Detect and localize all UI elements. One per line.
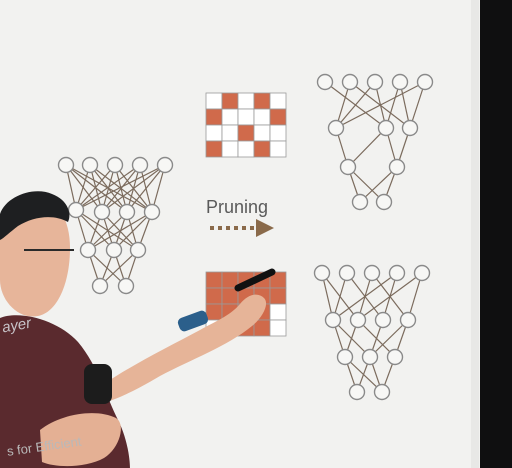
network-edge (99, 249, 139, 287)
dotted-arrow-icon (210, 219, 274, 237)
network-node (105, 241, 123, 259)
weight-cell (269, 108, 287, 126)
network-edge (87, 211, 153, 251)
network-edge (75, 164, 166, 211)
network-node (348, 383, 366, 401)
network-node (57, 156, 75, 174)
network-edge (357, 272, 423, 321)
network-node (143, 203, 161, 221)
weight-cell (205, 271, 223, 289)
network-node (361, 348, 379, 366)
network-edge (369, 319, 409, 358)
weight-cell (269, 92, 287, 110)
network-edge (101, 164, 141, 213)
network-node (118, 203, 136, 221)
weight-cell (237, 124, 255, 142)
network-node (413, 264, 431, 282)
weight-cell (237, 108, 255, 126)
screen-edge-highlight (471, 0, 479, 468)
weight-cell (237, 92, 255, 110)
pruned-network-bottom (313, 264, 431, 401)
network-node (67, 201, 85, 219)
network-edge (335, 81, 426, 129)
network-node (388, 264, 406, 282)
network-edge (332, 272, 398, 321)
network-edge (335, 81, 376, 129)
network-node (373, 383, 391, 401)
weight-cell (269, 319, 287, 337)
network-node (129, 241, 147, 259)
network-node (363, 264, 381, 282)
weight-cell (269, 124, 287, 142)
weight-cell (205, 124, 223, 142)
network-node (313, 264, 331, 282)
network-edge (87, 211, 128, 251)
network-edge (113, 211, 153, 251)
network-edge (347, 127, 387, 168)
network-node (338, 264, 356, 282)
weight-cell (221, 92, 239, 110)
weight-cell (253, 140, 271, 158)
network-node (416, 73, 434, 91)
network-node (156, 156, 174, 174)
network-edge (126, 164, 166, 213)
network-node (117, 277, 135, 295)
network-node (316, 73, 334, 91)
network-edge (347, 166, 385, 203)
network-node (351, 193, 369, 211)
weight-cell (205, 287, 223, 305)
network-node (131, 156, 149, 174)
network-node (375, 193, 393, 211)
screen-bezel-right (480, 0, 512, 468)
network-node (336, 348, 354, 366)
pruned-network-top (316, 73, 434, 211)
network-node (106, 156, 124, 174)
network-node (391, 73, 409, 91)
network-node (374, 311, 392, 329)
network-edge (75, 164, 116, 211)
network-node (377, 119, 395, 137)
presenter (0, 191, 276, 468)
network-node (366, 73, 384, 91)
network-node (399, 311, 417, 329)
network-node (93, 203, 111, 221)
weight-grid-sparse (205, 92, 287, 158)
network-node (91, 277, 109, 295)
network-node (401, 119, 419, 137)
network-edge (65, 164, 103, 213)
network-node (341, 73, 359, 91)
network-node (327, 119, 345, 137)
weight-cell (253, 319, 271, 337)
network-node (349, 311, 367, 329)
network-edge (359, 166, 398, 203)
weight-cell (253, 108, 271, 126)
weight-cell (205, 92, 223, 110)
weight-cell (237, 140, 255, 158)
weight-cell (205, 140, 223, 158)
network-edge (75, 209, 139, 251)
dense-network-diagram (57, 156, 174, 295)
network-edge (75, 164, 141, 211)
weight-cell (253, 124, 271, 142)
pruning-label: Pruning (206, 197, 269, 217)
weight-cell (269, 287, 287, 305)
network-node (339, 158, 357, 176)
network-node (324, 311, 342, 329)
weight-cell (221, 108, 239, 126)
weight-cell (269, 140, 287, 158)
network-node (386, 348, 404, 366)
weight-cell (269, 303, 287, 321)
network-node (81, 156, 99, 174)
weight-cell (205, 303, 223, 321)
network-node (79, 241, 97, 259)
weight-cell (205, 108, 223, 126)
weight-cell (253, 92, 271, 110)
weight-cell (221, 140, 239, 158)
network-edge (101, 164, 166, 213)
weight-cell (221, 124, 239, 142)
network-node (388, 158, 406, 176)
